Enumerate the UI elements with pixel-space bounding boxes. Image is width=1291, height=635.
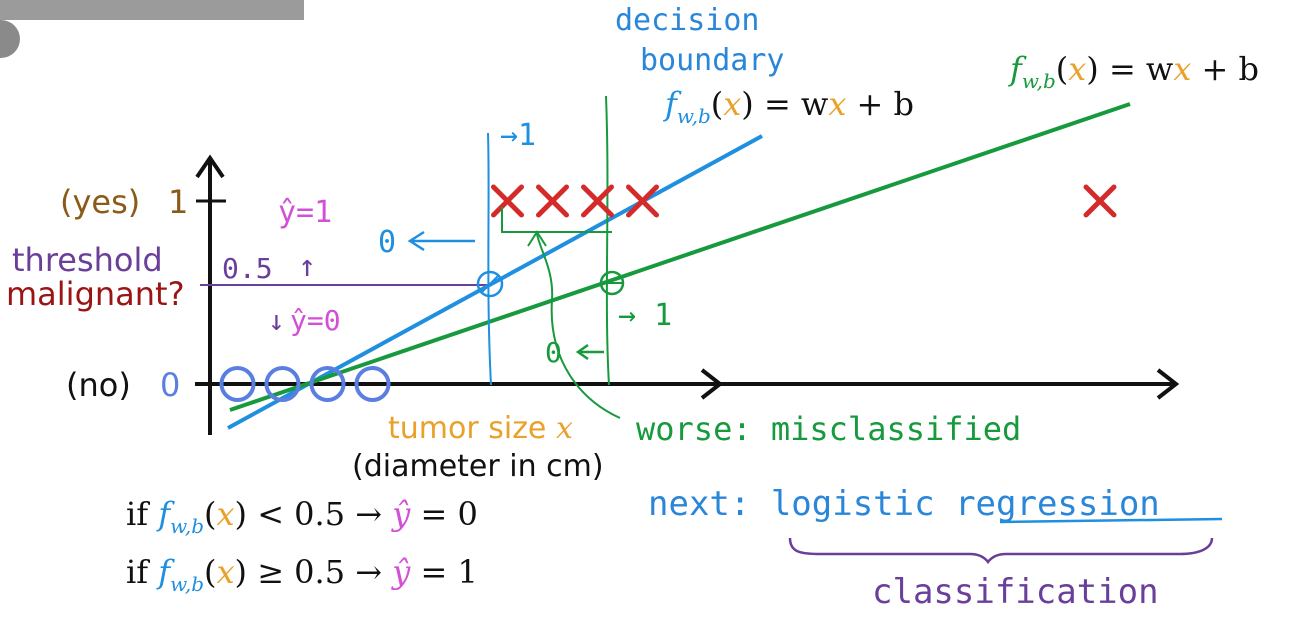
benign-point-3 — [309, 366, 346, 402]
benign-points — [219, 366, 391, 402]
boundary-label: boundary — [640, 43, 785, 78]
green-zero-label: 0 — [545, 336, 562, 369]
blue-equation: fw,b(x) = wx + b — [663, 85, 914, 128]
blue-arrow-to-1: →1 — [500, 118, 536, 153]
video-overlay-bar — [0, 0, 304, 20]
video-overlay-button[interactable] — [0, 20, 20, 58]
benign-point-2 — [264, 366, 301, 402]
worse-misclassified-label: worse: misclassified — [636, 410, 1021, 448]
malignant-point-2 — [536, 184, 569, 218]
green-decision-boundary — [605, 95, 610, 386]
yes-label: (yes) — [60, 183, 140, 221]
x-axis-arrowhead-2 — [1156, 368, 1180, 400]
malignant-point-3 — [581, 184, 614, 218]
malignant-label: malignant? — [6, 275, 185, 313]
threshold-value: 0.5 — [222, 252, 273, 285]
threshold-label: threshold — [12, 241, 163, 279]
benign-point-4 — [354, 366, 391, 402]
blue-zero-label: 0 — [378, 225, 396, 260]
blue-intersection-cross — [481, 275, 499, 293]
down-arrow-label: ↓ — [268, 304, 285, 337]
decision-label: decision — [615, 3, 760, 38]
green-arrow-to-1: → 1 — [618, 298, 672, 333]
malignant-point-1 — [491, 184, 524, 218]
malignant-point-4 — [626, 184, 659, 218]
no-value: 0 — [160, 366, 180, 404]
tumor-size-label: tumor size x — [388, 411, 573, 446]
blue-threshold-intersection — [476, 270, 504, 298]
misclassified-bracket — [501, 207, 612, 233]
yes-value: 1 — [168, 183, 188, 221]
blue-left-arrowhead — [407, 230, 425, 252]
classification-label: classification — [872, 572, 1159, 612]
green-regression-line — [229, 102, 1131, 412]
rule-less-than: if fw,b(x) < 0.5 → ŷ = 0 — [126, 495, 478, 538]
up-arrow-label: ↑ — [298, 249, 316, 284]
green-left-arrowhead — [575, 343, 589, 361]
yhat-equals-1: ŷ=1 — [278, 195, 332, 230]
blue-decision-boundary — [487, 132, 492, 386]
no-label: (no) — [66, 366, 131, 404]
next-logistic-regression: next: logistic regression — [648, 484, 1160, 524]
malignant-points — [491, 184, 1117, 218]
classification-brace — [788, 537, 1214, 565]
misclassified-arrow — [536, 233, 621, 419]
regression-underline — [999, 517, 1223, 524]
rule-greater-equal: if fw,b(x) ≥ 0.5 → ŷ = 1 — [126, 553, 478, 596]
benign-point-1 — [219, 366, 256, 402]
diameter-label: (diameter in cm) — [352, 449, 604, 484]
green-equation: fw,b(x) = wx + b — [1008, 50, 1259, 93]
yhat-equals-0: ŷ=0 — [290, 304, 341, 337]
malignant-point-5 — [1083, 184, 1117, 218]
y-axis-arrowhead — [195, 154, 225, 179]
misclassified-arrowhead — [527, 230, 547, 247]
